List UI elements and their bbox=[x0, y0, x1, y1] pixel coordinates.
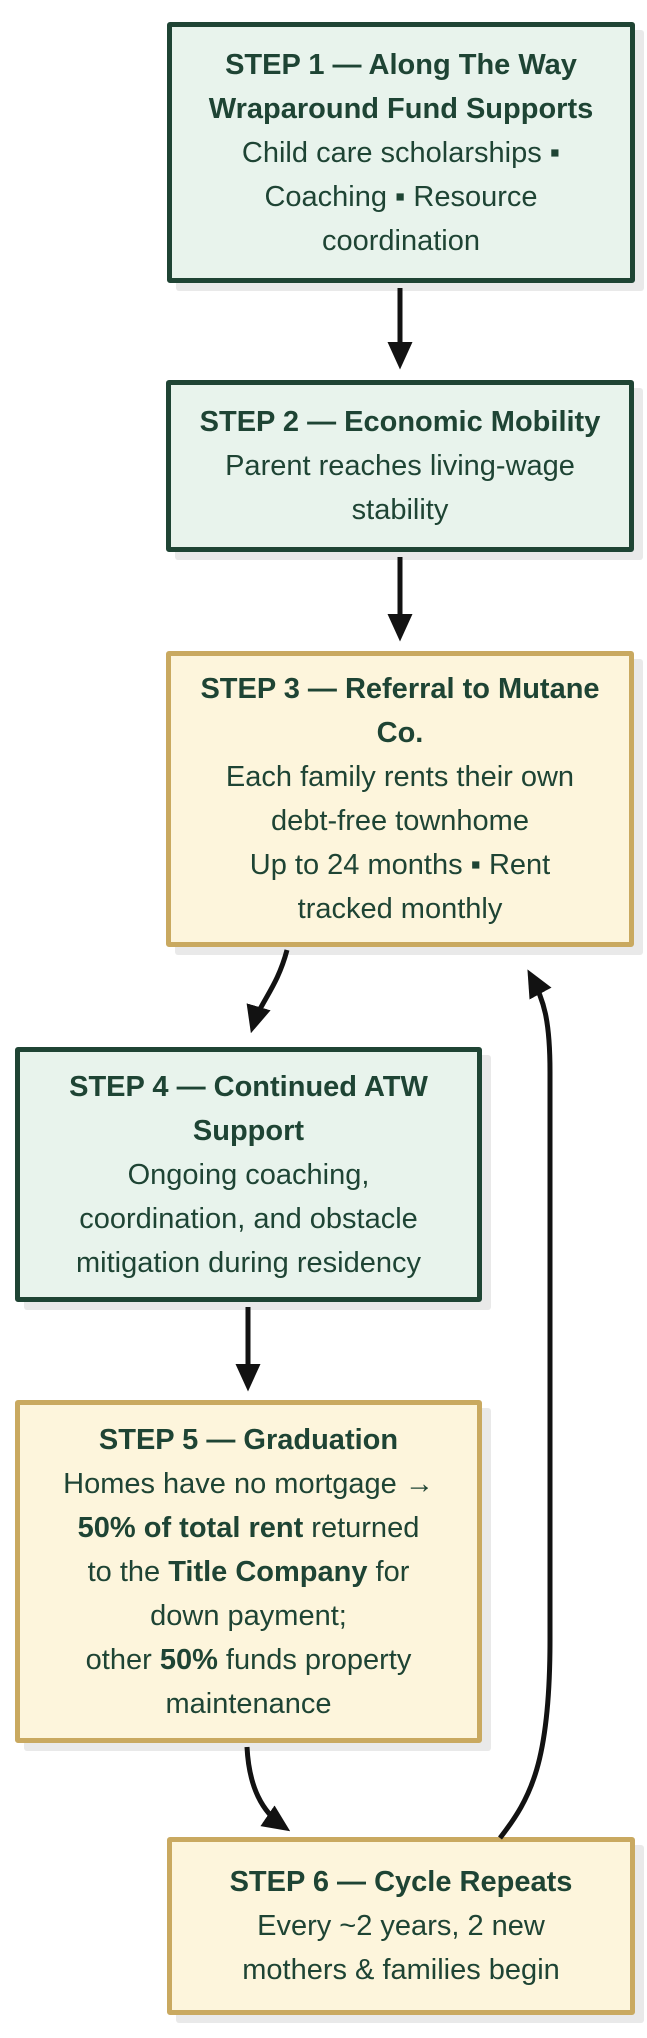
step-5-title: STEP 5 — Graduation bbox=[98, 1423, 399, 1456]
arrow-step3-to-step4 bbox=[246, 949, 290, 1034]
step-4-body: Ongoing coaching,coordination, and obsta… bbox=[76, 1158, 421, 1279]
step-3-box: STEP 3 — Referral to Mutane Co. Each fam… bbox=[166, 651, 634, 947]
arrow-step6-to-step3-feedback bbox=[498, 969, 553, 1840]
step-5-box: STEP 5 — Graduation Homes have no mortga… bbox=[15, 1400, 482, 1743]
step-6-title: STEP 6 — Cycle Repeats bbox=[229, 1866, 573, 1898]
step-3-title: STEP 3 — Referral to Mutane Co. bbox=[200, 673, 600, 749]
step-1-title: STEP 1 — Along The Way Wraparound Fund S… bbox=[208, 48, 594, 125]
step-4-title: STEP 4 — Continued ATW Support bbox=[69, 1070, 428, 1147]
arrow-step5-to-step6 bbox=[244, 1746, 291, 1832]
step-5-body: Homes have no mortgage →50% of total ren… bbox=[63, 1467, 434, 1720]
step-2-box: STEP 2 — Economic Mobility Parent reache… bbox=[166, 380, 634, 552]
step-6-box: STEP 6 — Cycle Repeats Every ~2 years, 2… bbox=[167, 1837, 635, 2015]
step-1-box: STEP 1 — Along The Way Wraparound Fund S… bbox=[167, 22, 635, 283]
step-4-box: STEP 4 — Continued ATW Support Ongoing c… bbox=[15, 1047, 482, 1302]
step-1-body: Child care scholarships ▪Coaching ▪ Reso… bbox=[241, 136, 561, 257]
step-2-title: STEP 2 — Economic Mobility bbox=[199, 406, 601, 438]
